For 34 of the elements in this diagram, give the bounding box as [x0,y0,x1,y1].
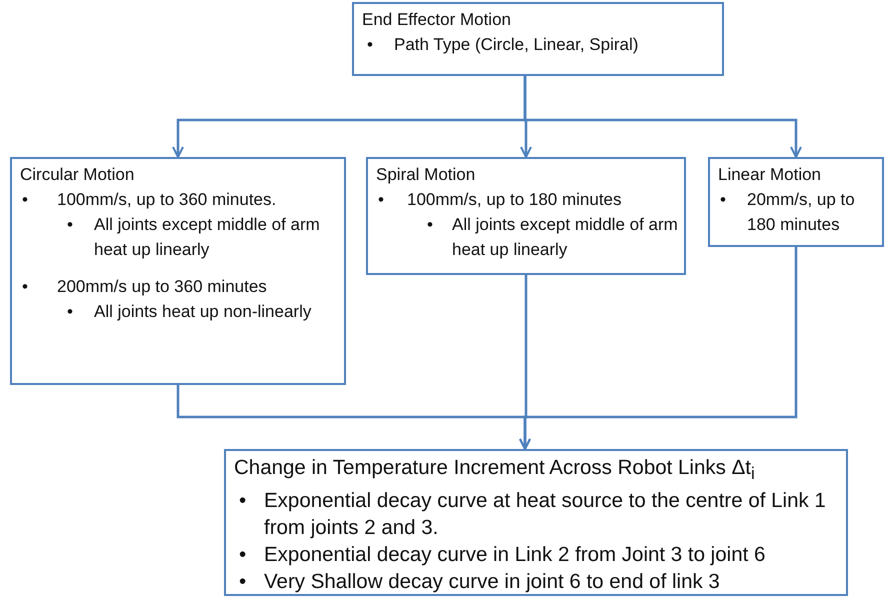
list-item-text: Very Shallow decay curve in joint 6 to end of link 3 [264,569,721,596]
bullet-mark: • [239,542,248,568]
box-heading: Change in Temperature Increment Across Robot Links Δt$_{i}$ [234,455,756,486]
process-box [352,2,724,76]
bullet-mark: • [22,189,29,211]
list-item-text: 100mm/s, up to 180 minutes [407,189,623,211]
list-item-text: 200mm/s up to 360 minutes [57,276,268,298]
list-item-text: All joints heat up non-linearly [94,301,312,323]
bullet-mark: • [239,569,248,596]
box-heading: Linear Motion [718,164,822,186]
bullet-mark: • [720,189,727,211]
process-box [366,157,686,275]
bullet-mark: • [367,34,374,56]
list-item-text: All joints except middle of arm heat up linearly [94,214,321,261]
list-item-text: 100mm/s, up to 360 minutes. [57,189,278,211]
arrow [524,76,802,158]
box-heading: Spiral Motion [376,164,476,186]
process-box [708,157,884,247]
list-item-text: 20mm/s, up to 180 minutes [747,189,856,236]
box-heading: Circular Motion [20,164,136,186]
list-item-text: Exponential decay curve in Link 2 from Joint 3 to joint 6 [264,542,766,568]
list-item-text: All joints except middle of arm heat up linearly [452,214,679,261]
bullet-mark: • [239,488,248,514]
bullet-mark: • [67,301,74,323]
box-heading: End Effector Motion [362,9,512,31]
list-item-text: Path Type (Circle, Linear, Spiral) [394,34,640,56]
bullet-mark: • [427,214,434,236]
list-item-text: Exponential decay curve at heat source to the centre of Link 1 from joints 2 and 3. [264,488,827,542]
bullet-mark: • [67,214,74,236]
arrow [519,247,798,450]
bullet-mark: • [378,189,385,211]
process-box [224,449,848,596]
bullet-mark: • [22,276,29,298]
process-box [10,157,346,385]
